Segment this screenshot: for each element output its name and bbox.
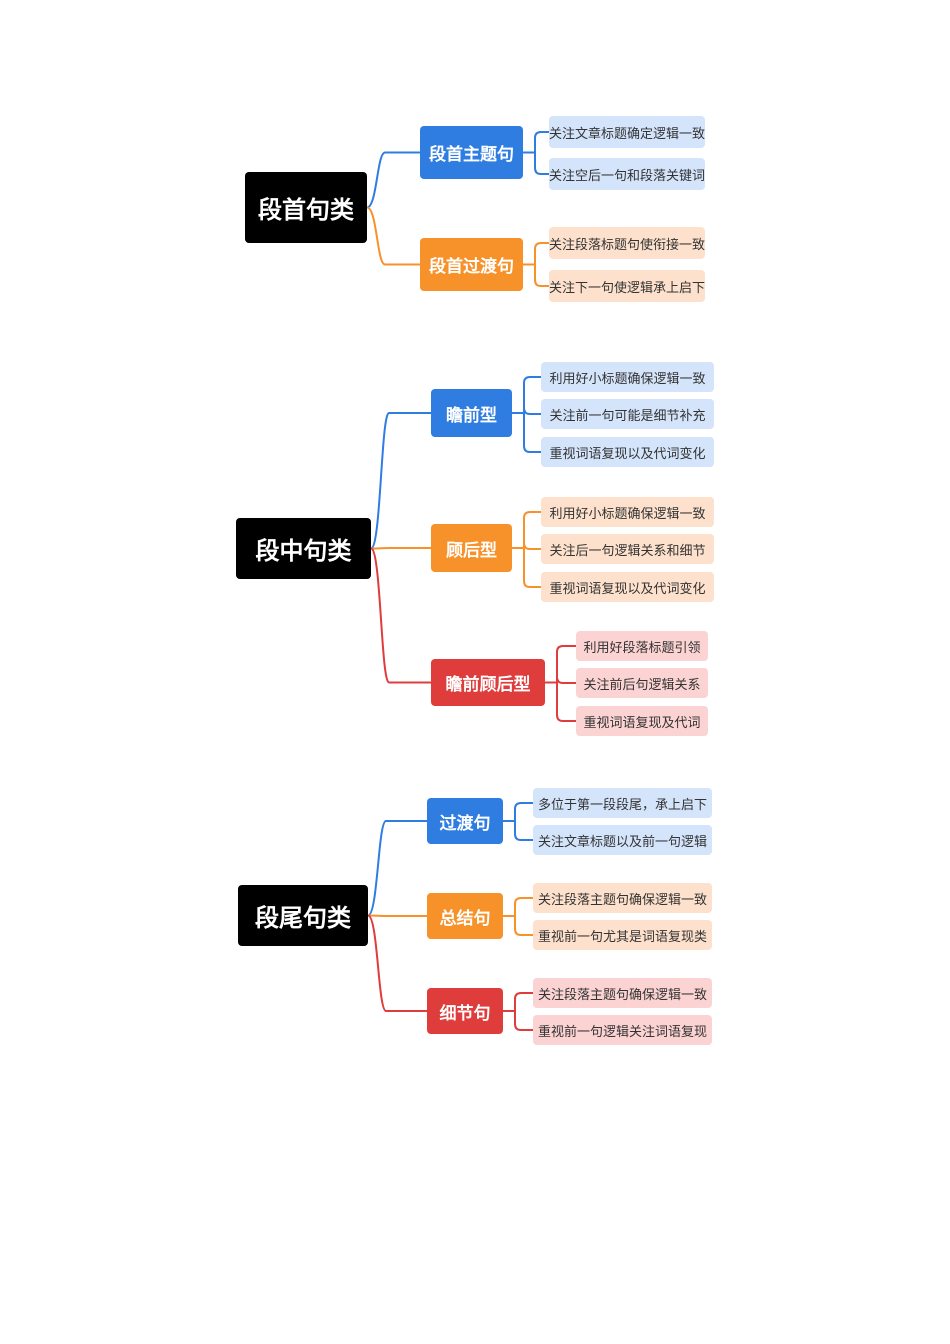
- leaf-connector: [523, 407, 541, 415]
- leaf-node: 关注后一句逻辑关系和细节: [541, 534, 714, 564]
- leaf-connector: [514, 1011, 533, 1031]
- leaf-connector: [514, 821, 533, 841]
- root-node: 段中句类: [236, 518, 371, 579]
- branch-node: 瞻前型: [431, 389, 512, 437]
- leaf-node: 重视词语复现以及代词变化: [541, 437, 714, 467]
- leaf-connector: [514, 992, 533, 1011]
- leaf-node: 关注段落主题句确保逻辑一致: [533, 978, 712, 1008]
- leaf-connector: [534, 152, 549, 175]
- leaf-node: 关注段落标题句使衔接一致: [549, 227, 705, 259]
- branch-node: 细节句: [427, 988, 503, 1034]
- branch-node: 过渡句: [427, 798, 503, 844]
- leaf-connector: [556, 645, 576, 683]
- leaf-node: 关注文章标题确定逻辑一致: [549, 116, 705, 148]
- leaf-node: 关注前一句可能是细节补充: [541, 399, 714, 429]
- leaf-node: 重视前一句逻辑关注词语复现: [533, 1015, 712, 1045]
- root-branch-connector: [370, 547, 431, 684]
- branch-node: 段首过渡句: [420, 238, 523, 291]
- leaf-connector: [556, 682, 576, 722]
- branch-node: 顾后型: [431, 524, 512, 572]
- branch-node: 瞻前顾后型: [431, 659, 545, 706]
- leaf-connector: [523, 413, 541, 453]
- branch-node: 段首主题句: [420, 126, 523, 179]
- leaf-node: 利用好小标题确保逻辑一致: [541, 362, 714, 392]
- leaf-connector: [514, 916, 533, 936]
- leaf-connector: [514, 897, 533, 916]
- leaf-connector: [523, 511, 541, 548]
- leaf-connector: [514, 802, 533, 821]
- root-branch-connector: [366, 206, 420, 266]
- leaf-node: 关注空后一句和段落关键词: [549, 158, 705, 190]
- root-branch-connector: [370, 547, 431, 550]
- leaf-node: 利用好小标题确保逻辑一致: [541, 497, 714, 527]
- leaf-connector: [534, 264, 549, 287]
- root-branch-connector: [366, 151, 420, 209]
- leaf-node: 重视词语复现及代词: [576, 706, 708, 736]
- leaf-node: 重视词语复现以及代词变化: [541, 572, 714, 602]
- leaf-connector: [534, 242, 549, 265]
- leaf-connector: [523, 542, 541, 550]
- root-node: 段尾句类: [238, 885, 368, 946]
- leaf-connector: [523, 548, 541, 588]
- leaf-connector: [556, 676, 576, 684]
- leaf-node: 关注前后句逻辑关系: [576, 668, 708, 698]
- leaf-node: 关注段落主题句确保逻辑一致: [533, 883, 712, 913]
- leaf-node: 多位于第一段段尾，承上启下: [533, 788, 712, 818]
- root-node: 段首句类: [245, 172, 367, 243]
- leaf-node: 利用好段落标题引领: [576, 631, 708, 661]
- leaf-connector: [534, 131, 549, 153]
- root-branch-connector: [367, 914, 427, 917]
- leaf-connector: [523, 376, 541, 413]
- branch-node: 总结句: [427, 893, 503, 939]
- root-branch-connector: [370, 412, 431, 550]
- root-branch-connector: [367, 820, 427, 917]
- root-branch-connector: [367, 914, 427, 1012]
- leaf-node: 重视前一句尤其是词语复现类: [533, 920, 712, 950]
- leaf-node: 关注下一句使逻辑承上启下: [549, 270, 705, 302]
- leaf-node: 关注文章标题以及前一句逻辑: [533, 825, 712, 855]
